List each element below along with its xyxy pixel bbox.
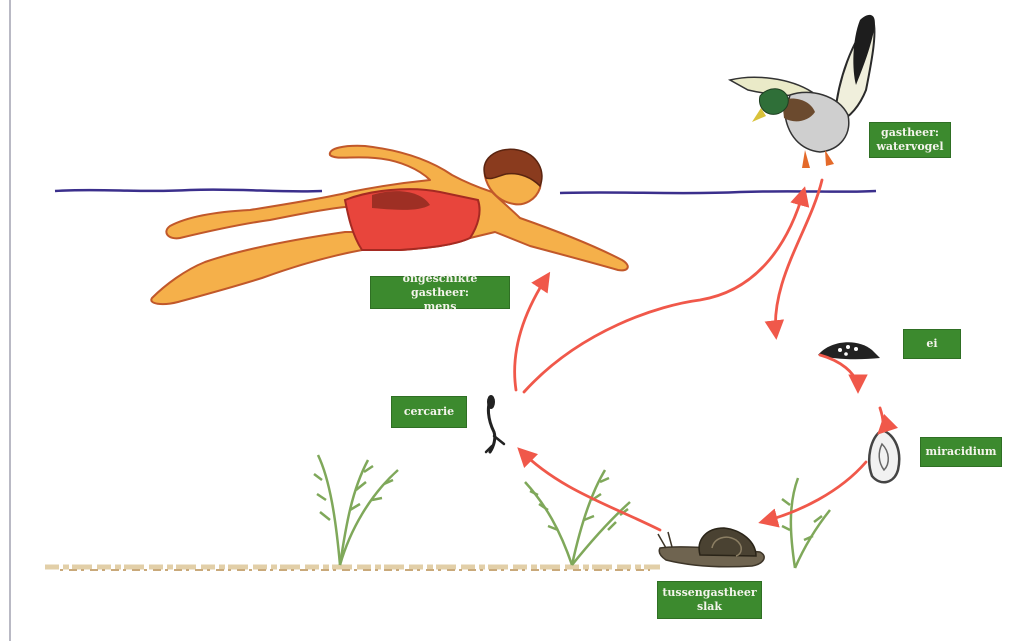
label-intermediate-host-line2: slak (662, 600, 756, 614)
label-host-waterbird: gastheer: watervogel (869, 122, 951, 158)
water-plant-right (782, 478, 830, 568)
label-host-waterbird-line2: watervogel (876, 140, 943, 154)
label-intermediate-host-snail: tussengastheer slak (657, 581, 762, 619)
label-unsuitable-host-line2: mens (375, 300, 505, 314)
label-cercaria: cercarie (391, 396, 467, 428)
label-unsuitable-host-human: ongeschikte gastheer: mens (370, 276, 510, 309)
label-miracidium-text: miracidium (925, 445, 996, 459)
label-cercaria-text: cercarie (404, 405, 454, 419)
label-miracidium: miracidium (920, 437, 1002, 467)
sediment-bottom (45, 567, 660, 570)
water-surface-left (55, 190, 322, 192)
label-unsuitable-host-line1: ongeschikte gastheer: (375, 272, 505, 300)
arrow-egg-to-miracidium (820, 355, 858, 390)
arrow-miracidium-drift (880, 408, 883, 432)
duck-illustration (730, 15, 875, 168)
arrow-cercaria-to-duck (524, 190, 804, 392)
miracidium-illustration (869, 430, 899, 482)
snail-illustration (658, 528, 764, 567)
water-surface-right (560, 191, 876, 193)
cercaria-illustration (486, 395, 504, 452)
water-plant-left (314, 455, 398, 565)
water-plant-middle (525, 470, 630, 565)
label-egg-text: ei (926, 337, 937, 351)
arrow-miracidium-to-snail (762, 462, 866, 522)
label-egg: ei (903, 329, 961, 359)
label-intermediate-host-line1: tussengastheer (662, 586, 756, 600)
label-host-waterbird-line1: gastheer: (876, 126, 943, 140)
